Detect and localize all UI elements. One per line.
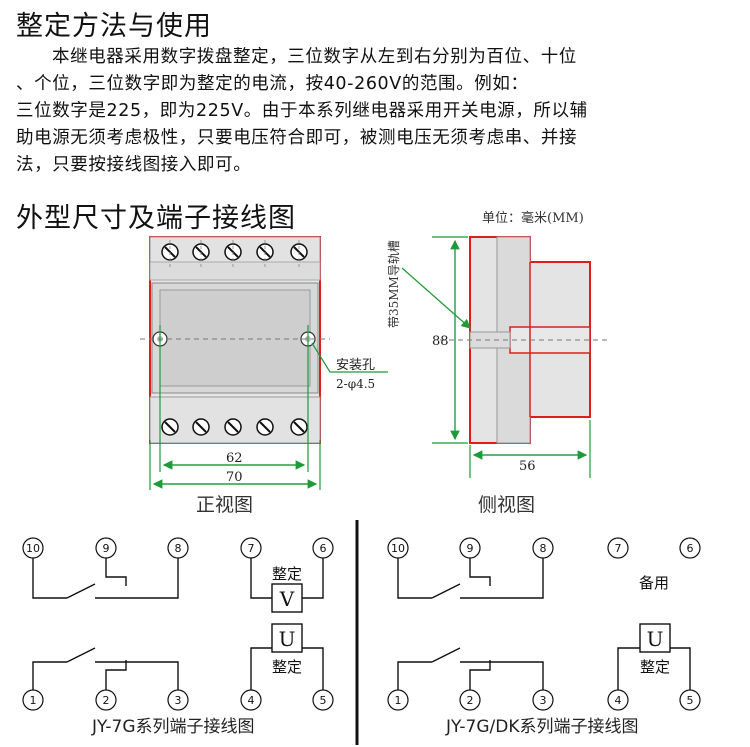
wiring-right [397,558,691,690]
front-view-caption: 正视图 [196,494,254,516]
bottom-screws [161,418,308,436]
r-terminal-6: 6 [687,542,694,555]
usage-paragraph: 本继电器采用数字拨盘整定，三位数字从左到右分别为百位、十位 、个位，三位数字即为… [16,44,746,179]
wiring-left-terminals [22,537,334,711]
dim-70-label: 70 [226,470,243,485]
usage-line-2: 、个位，三位数字即为整定的电流，按40-260V的范围。例如： [16,74,529,94]
right-u-symbol: U [647,627,664,651]
terminal-8: 8 [175,542,182,555]
usage-line-1: 本继电器采用数字拨盘整定，三位数字从左到右分别为百位、十位 [52,47,577,67]
terminal-10: 10 [26,542,40,555]
terminal-6: 6 [320,542,327,555]
terminal-9: 9 [103,542,110,555]
left-diagram-caption: JY-7G系列端子接线图 [92,717,255,737]
dim-88-label: 88 [432,334,449,349]
r-terminal-3: 3 [540,694,547,707]
terminal-4: 4 [248,694,255,707]
terminal-7: 7 [248,542,255,555]
dim-62-label: 62 [226,451,243,466]
usage-line-4: 助电源无须考虑极性，只要电压符合即可，被测电压无须考虑串、并接 [16,128,578,148]
dim-56-label: 56 [519,459,536,474]
side-view-caption: 侧视图 [478,494,536,516]
terminal-2: 2 [103,694,110,707]
r-terminal-8: 8 [540,542,547,555]
terminal-5: 5 [320,694,327,707]
r-terminal-2: 2 [467,694,474,707]
right-diagram-caption: JY-7G/DK系列端子接线图 [446,717,639,737]
left-v-symbol: V [279,587,295,611]
terminal-1: 1 [30,694,37,707]
left-u-symbol: U [279,627,296,651]
usage-line-3: 三位数字是225，即为225V。由于本系列继电器采用开关电源，所以辅 [16,101,588,121]
left-top-setting-label: 整定 [272,565,302,583]
mount-hole-label: 安装孔 [336,358,375,373]
wiring-diagrams: 10 9 8 7 6 1 2 3 4 5 整定 V U 整定 10 9 8 7 [22,520,701,745]
r-terminal-5: 5 [687,694,694,707]
side-view-drawing: 88 56 单位：毫米(MM) 带35MM导轨槽 [387,210,610,478]
rail-slot-label: 带35MM导轨槽 [387,240,401,328]
right-spare-label: 备用 [639,574,669,592]
dimension-drawing: 62 70 安装孔 2-φ4.5 88 56 [140,210,610,490]
left-bottom-setting-label: 整定 [272,658,302,676]
r-terminal-7: 7 [615,542,622,555]
terminal-3: 3 [175,694,182,707]
r-terminal-4: 4 [615,694,622,707]
section-title-dimensions: 外型尺寸及端子接线图 [16,203,296,234]
r-terminal-9: 9 [467,542,474,555]
unit-label: 单位：毫米(MM) [482,210,584,226]
mount-hole-spec: 2-φ4.5 [336,377,375,391]
right-setting-label: 整定 [640,658,670,676]
usage-line-5: 法，只要按接线图接入即可。 [16,155,252,175]
wiring-left [32,558,324,690]
front-view-drawing: 62 70 安装孔 2-φ4.5 [140,236,388,490]
wiring-right-terminals [387,537,701,711]
section-title-usage: 整定方法与使用 [16,11,212,42]
r-terminal-1: 1 [395,694,402,707]
r-terminal-10: 10 [391,542,405,555]
